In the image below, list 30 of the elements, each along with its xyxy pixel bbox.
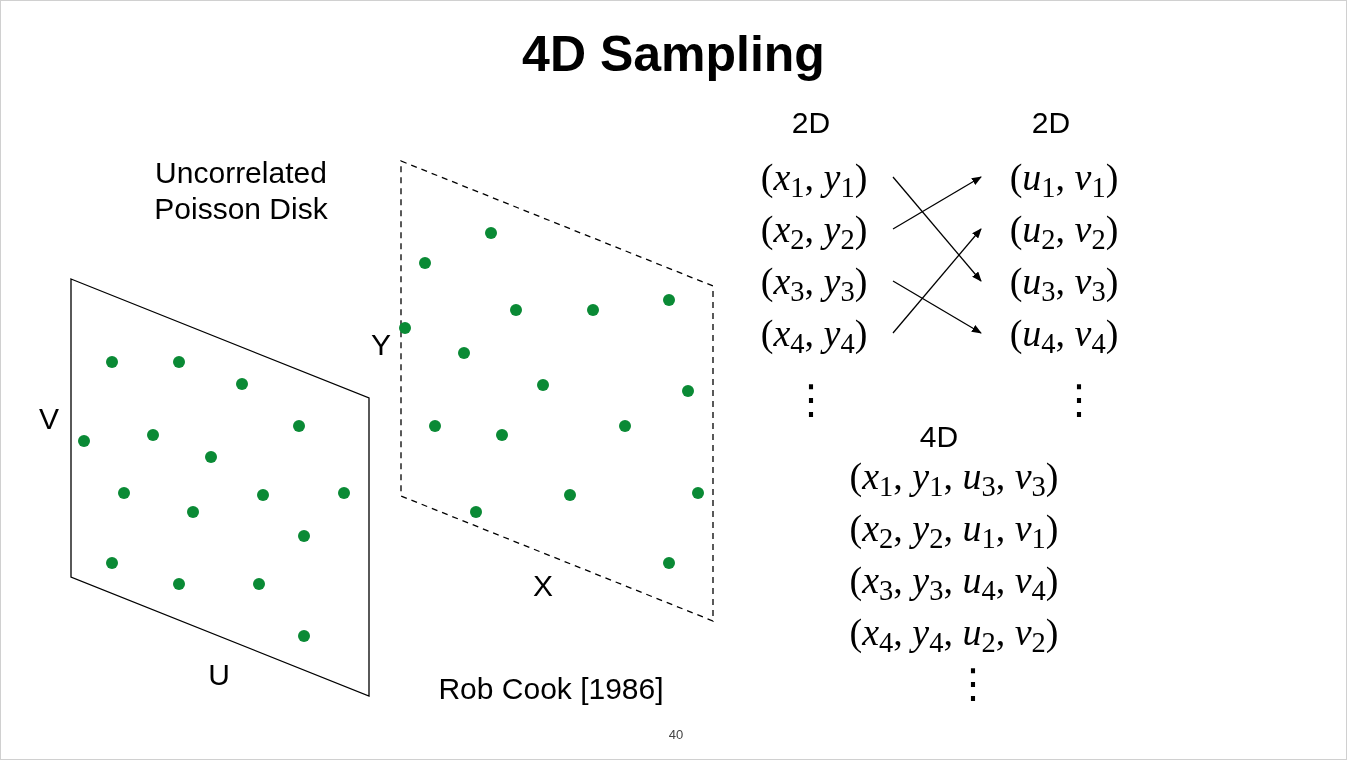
label: 2D — [791, 105, 831, 141]
coordinate-pair: (x$_{4}$, y$_{4}$) — [760, 314, 868, 352]
arrow — [892, 176, 982, 230]
label: X — [533, 568, 553, 604]
label: U — [208, 657, 230, 693]
title: 4D Sampling — [522, 29, 825, 79]
coordinate-pair: (x$_{1}$, y$_{1}$) — [760, 158, 868, 196]
vertical-ellipsis: ⋮ — [953, 663, 993, 703]
coordinate-pair: (u$_{2}$, v$_{2}$) — [1009, 210, 1119, 248]
label: 4D — [919, 419, 959, 455]
arrow — [892, 280, 982, 334]
arrow — [892, 176, 982, 282]
coordinate-pair: (x$_{2}$, y$_{2}$) — [760, 210, 868, 248]
label: Uncorrelated Poisson Disk — [153, 155, 329, 227]
label: V — [39, 401, 59, 437]
coordinate-pair: (u$_{3}$, v$_{3}$) — [1009, 262, 1119, 300]
coordinate-pair: (u$_{4}$, v$_{4}$) — [1009, 314, 1119, 352]
coordinate-tuple: (x$_{3}$, y$_{3}$, u$_{4}$, v$_{4}$) — [849, 561, 1059, 599]
vertical-ellipsis: ⋮ — [791, 379, 831, 419]
arrow — [892, 228, 982, 334]
coordinate-pair: (u$_{1}$, v$_{1}$) — [1009, 158, 1119, 196]
coordinate-pair: (x$_{3}$, y$_{3}$) — [760, 262, 868, 300]
label: Rob Cook [1986] — [438, 671, 664, 707]
label: Y — [371, 327, 391, 363]
coordinate-tuple: (x$_{2}$, y$_{2}$, u$_{1}$, v$_{1}$) — [849, 509, 1059, 547]
coordinate-tuple: (x$_{1}$, y$_{1}$, u$_{3}$, v$_{3}$) — [849, 457, 1059, 495]
label: 2D — [1031, 105, 1071, 141]
vertical-ellipsis: ⋮ — [1059, 379, 1099, 419]
page-number: 40 — [668, 726, 684, 744]
coordinate-tuple: (x$_{4}$, y$_{4}$, u$_{2}$, v$_{2}$) — [849, 613, 1059, 651]
